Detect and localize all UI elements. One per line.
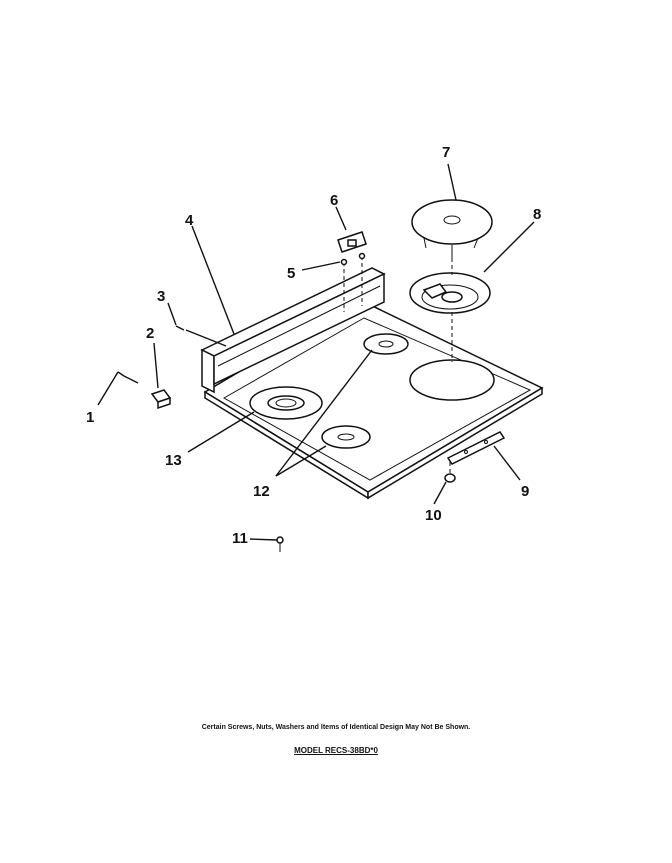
callout-4: 4 — [185, 212, 194, 229]
backguard — [200, 267, 386, 394]
clip-2 — [150, 389, 172, 410]
screws-5 — [340, 252, 366, 266]
callout-labels: 1 2 3 4 5 6 7 8 9 10 11 12 13 — [86, 144, 541, 547]
nut-10 — [444, 462, 456, 483]
bracket-6 — [337, 231, 367, 253]
callout-2: 2 — [146, 325, 154, 342]
footer-note: Certain Screws, Nuts, Washers and Items … — [201, 724, 471, 731]
callout-12: 12 — [253, 483, 270, 500]
screw-1 — [117, 371, 125, 377]
callout-6: 6 — [330, 192, 338, 209]
callout-11: 11 — [232, 530, 248, 547]
callout-10: 10 — [425, 507, 442, 524]
leader-lines — [97, 163, 535, 541]
screw-3 — [175, 325, 185, 331]
burner-cutout — [409, 359, 495, 401]
burner-12-upper — [363, 333, 409, 355]
burner-bowl-8 — [409, 272, 491, 314]
callout-13: 13 — [165, 452, 182, 469]
callout-5: 5 — [287, 265, 295, 282]
callout-7: 7 — [442, 144, 450, 161]
burner-12-lower — [321, 425, 371, 449]
burner-13 — [249, 386, 323, 420]
callout-3: 3 — [157, 288, 165, 305]
bracket-9 — [446, 431, 506, 465]
callout-1: 1 — [86, 409, 94, 426]
callout-8: 8 — [533, 206, 541, 223]
burner-cap-7 — [411, 199, 493, 258]
screw-11 — [276, 536, 284, 552]
callout-9: 9 — [521, 483, 529, 500]
model-number: MODEL RECS-38BD*0 — [294, 746, 378, 755]
